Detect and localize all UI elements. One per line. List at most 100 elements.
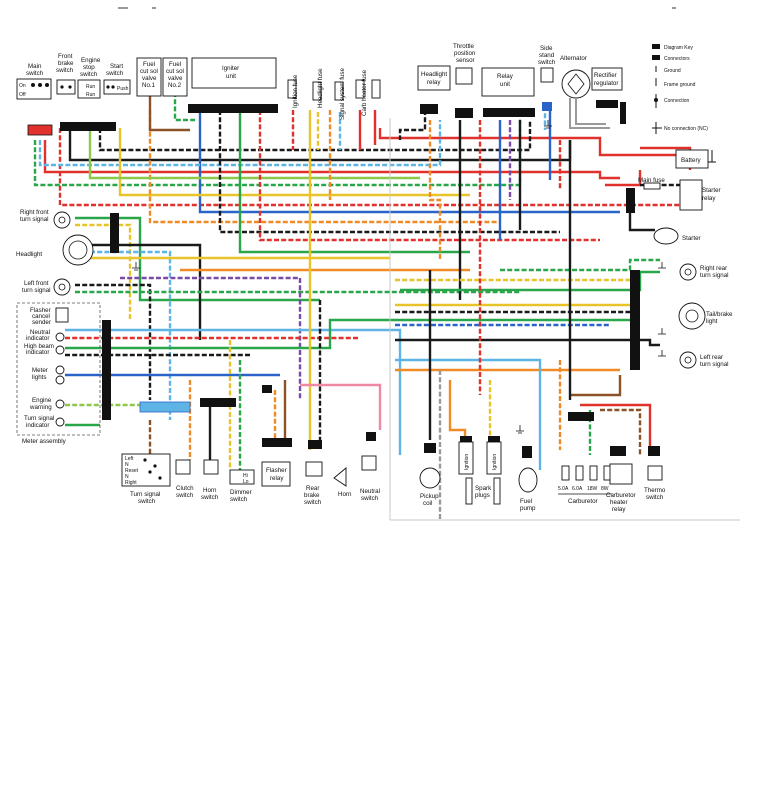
rear-brake-switch: Rear brake switch (304, 461, 323, 506)
svg-text:pump: pump (520, 505, 536, 512)
svg-text:unit: unit (226, 73, 236, 80)
svg-text:switch: switch (138, 498, 156, 505)
svg-text:Ignition: Ignition (464, 454, 470, 470)
thermo-switch: Thermo switch (644, 465, 666, 501)
svg-text:Left front: Left front (24, 280, 49, 287)
svg-text:Side: Side (540, 45, 553, 52)
svg-text:Ignition fuse: Ignition fuse (292, 74, 299, 108)
svg-text:switch: switch (201, 494, 219, 501)
svg-text:Fuel: Fuel (169, 61, 181, 68)
clutch-switch: Clutch switch (175, 459, 194, 499)
svg-text:sensor: sensor (456, 57, 475, 64)
svg-text:stop: stop (83, 64, 95, 71)
svg-text:Headlight fuse: Headlight fuse (317, 68, 324, 108)
svg-text:turn signal: turn signal (20, 216, 49, 223)
headlight-relay: Headlight relay (417, 65, 451, 91)
svg-text:Frame ground: Frame ground (664, 82, 696, 88)
turn-signal-switch: Left N Reset N Right Turn signal switch (121, 453, 171, 505)
svg-text:Off: Off (19, 92, 26, 98)
svg-text:Right rear: Right rear (700, 265, 727, 272)
svg-text:stand: stand (539, 52, 555, 59)
svg-text:Ignition: Ignition (492, 454, 498, 470)
svg-text:18W: 18W (587, 486, 598, 492)
svg-text:unit: unit (500, 81, 510, 88)
svg-text:Left rear: Left rear (700, 354, 723, 361)
horn: Horn (333, 467, 352, 498)
svg-text:Diagram Key: Diagram Key (664, 45, 693, 51)
svg-text:Spark: Spark (475, 485, 492, 492)
starter: Starter (653, 227, 701, 245)
svg-text:Headlight: Headlight (16, 251, 42, 258)
svg-text:valve: valve (142, 75, 157, 82)
svg-text:High beam: High beam (24, 343, 54, 350)
svg-text:Turn signal: Turn signal (24, 415, 54, 422)
svg-text:Dimmer: Dimmer (230, 489, 252, 496)
side-stand-switch: Side stand switch (538, 45, 556, 83)
tail-brake-light: Tail/brake light (678, 302, 733, 330)
svg-text:8W: 8W (601, 486, 609, 492)
igniter-unit: Igniter unit (191, 57, 277, 89)
svg-text:regulator: regulator (594, 80, 618, 87)
svg-text:indicator: indicator (26, 422, 49, 429)
carburetor-heater-relay: Carburetor heater relay (606, 463, 636, 513)
svg-text:Alternator: Alternator (560, 55, 587, 62)
svg-text:Clutch: Clutch (176, 485, 194, 492)
ignition-coils: Ignition Ignition (458, 441, 502, 475)
svg-text:lights: lights (32, 374, 46, 381)
wire-harness (33, 92, 692, 520)
svg-text:Neutral: Neutral (360, 488, 380, 495)
svg-text:Throttle: Throttle (453, 43, 475, 50)
svg-text:relay: relay (612, 506, 626, 513)
svg-text:Flasher: Flasher (266, 467, 287, 474)
svg-text:switch: switch (176, 492, 194, 499)
main-switch: Main switch On Off (16, 63, 52, 100)
svg-text:Main fuse: Main fuse (638, 177, 665, 184)
svg-text:Thermo: Thermo (644, 487, 666, 494)
svg-text:Connectors: Connectors (664, 56, 690, 62)
svg-text:Fuel: Fuel (143, 61, 155, 68)
svg-text:brake: brake (58, 60, 74, 67)
relay-unit: Relay unit (481, 67, 535, 97)
svg-text:No.1: No.1 (142, 82, 156, 89)
svg-text:Carb heater fuse: Carb heater fuse (361, 69, 368, 116)
svg-text:switch: switch (230, 496, 248, 503)
svg-text:Ground: Ground (664, 68, 681, 74)
rectifier-regulator: Rectifier regulator (591, 67, 623, 91)
connector-blocks (27, 100, 660, 458)
svg-text:valve: valve (168, 75, 183, 82)
meter-assembly: Flasher cancel sender Neutral indicator … (16, 302, 101, 436)
svg-text:Flasher: Flasher (30, 307, 51, 314)
svg-text:Headlight: Headlight (421, 71, 447, 78)
svg-text:Pickup: Pickup (420, 493, 439, 500)
svg-text:Rear: Rear (306, 485, 319, 492)
svg-text:Front: Front (58, 53, 73, 60)
spark-plugs: Spark plugs (465, 477, 501, 505)
main-fuse: Main fuse (638, 177, 665, 190)
svg-text:turn signal: turn signal (700, 361, 729, 368)
svg-text:5.0A: 5.0A (558, 486, 569, 492)
svg-text:plugs: plugs (475, 492, 490, 499)
svg-text:indicator: indicator (26, 349, 49, 356)
svg-text:Run: Run (86, 84, 95, 90)
svg-text:Run: Run (86, 92, 95, 98)
fuel-cut-solenoid-valve-2: Fuel cut sol valve No.2 (162, 57, 188, 97)
svg-text:relay: relay (427, 79, 441, 86)
svg-text:cancel: cancel (32, 313, 50, 320)
diagram-key: Diagram Key Connectors Ground Frame grou… (652, 44, 708, 134)
svg-text:Hi: Hi (243, 473, 248, 479)
svg-text:turn signal: turn signal (700, 272, 729, 279)
svg-text:cut sol: cut sol (140, 68, 158, 75)
svg-text:Battery: Battery (681, 157, 702, 164)
fuel-pump: Fuel pump (518, 467, 538, 512)
svg-text:Relay: Relay (497, 73, 514, 80)
svg-text:turn signal: turn signal (22, 287, 51, 294)
svg-text:On: On (19, 83, 26, 89)
fuel-cut-solenoid-valve-1: Fuel cut sol valve No.1 (136, 57, 162, 97)
svg-text:switch: switch (26, 70, 44, 77)
start-switch: Start switch Push (103, 63, 131, 95)
svg-text:switch: switch (56, 67, 74, 74)
alternator: Alternator (560, 55, 610, 129)
svg-text:Igniter: Igniter (222, 65, 239, 72)
svg-text:Engine: Engine (32, 397, 52, 404)
